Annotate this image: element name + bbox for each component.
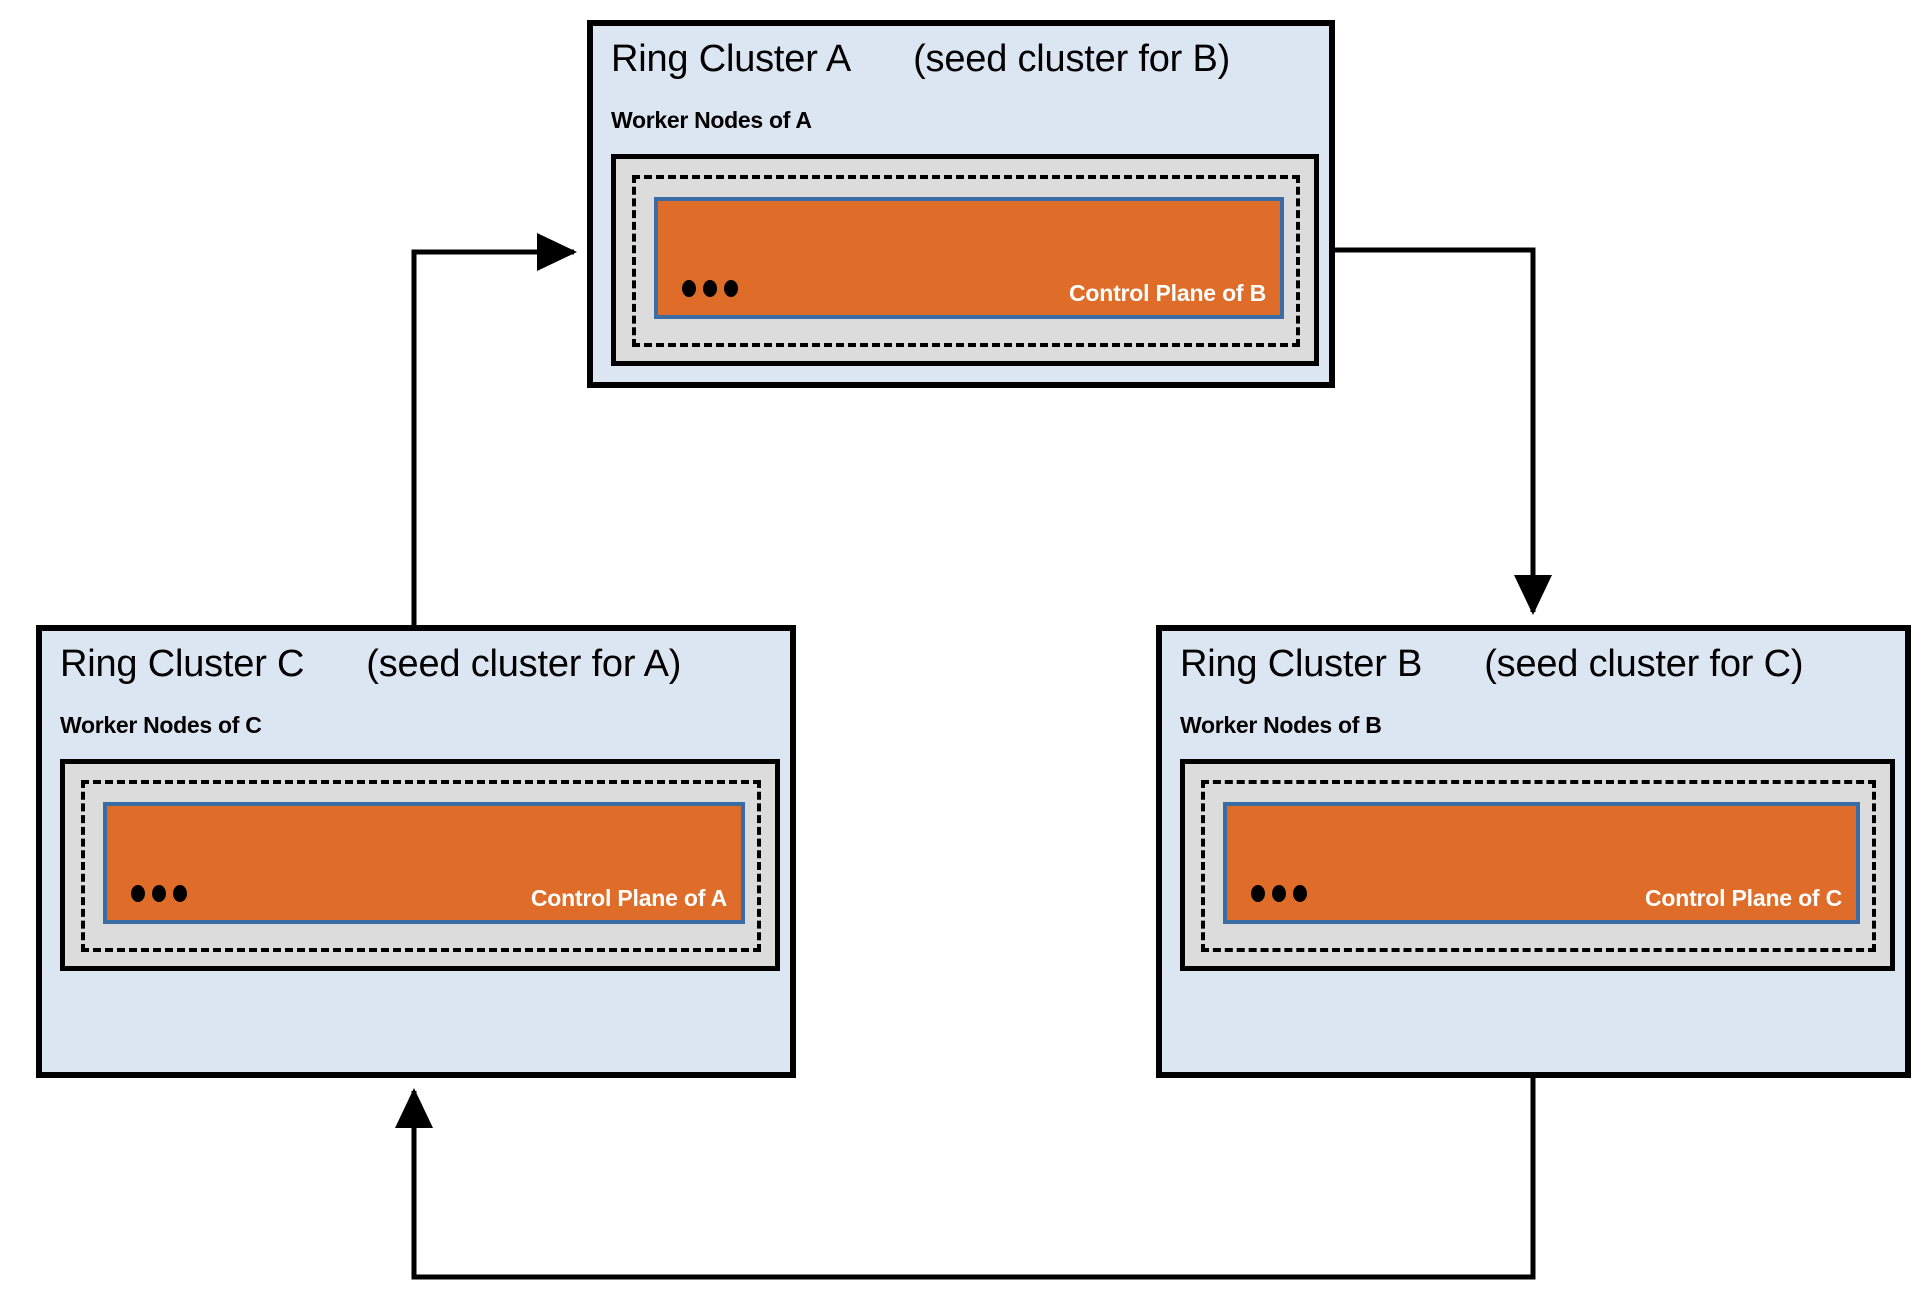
cluster-c-worker-label: Worker Nodes of C — [60, 712, 262, 738]
ellipsis-dot — [131, 885, 145, 902]
cluster-b-title-sub: (seed cluster for C) — [1484, 643, 1804, 685]
cluster-a-control-plane-label: Control Plane of B — [1068, 280, 1266, 306]
ellipsis-dot — [1293, 885, 1307, 902]
cluster-b-control-plane-label: Control Plane of C — [1644, 885, 1842, 911]
ellipsis-dot — [152, 885, 166, 902]
ellipsis-dot — [173, 885, 187, 902]
arrow-c-to-a — [411, 233, 577, 625]
arrow-a-to-b — [1335, 247, 1552, 615]
ellipsis-dot — [682, 280, 696, 297]
cluster-a-worker-label: Worker Nodes of A — [611, 107, 812, 133]
ellipsis-dot — [724, 280, 738, 297]
cluster-a-title-sub: (seed cluster for B) — [913, 38, 1231, 80]
cluster-a-worker-nodes-box: Control Plane of B — [611, 154, 1319, 366]
cluster-c-control-plane-box[interactable]: Control Plane of A — [103, 802, 745, 924]
ellipsis-dot — [1272, 885, 1286, 902]
cluster-a-control-plane-box[interactable]: Control Plane of B — [654, 197, 1284, 319]
arrow-b-to-c — [395, 1078, 1536, 1280]
cluster-a-title-main: Ring Cluster A — [611, 38, 852, 80]
cluster-b-title: Ring Cluster B (seed cluster for C) — [1180, 641, 1803, 687]
cluster-c-control-plane-label: Control Plane of A — [530, 885, 727, 911]
ellipsis-icon — [131, 885, 187, 902]
ellipsis-icon — [682, 280, 738, 297]
ring-cluster-c[interactable]: Ring Cluster C (seed cluster for A) Worke… — [36, 625, 796, 1078]
cluster-a-title: Ring Cluster A (seed cluster for B) — [611, 36, 1230, 82]
ellipsis-icon — [1251, 885, 1307, 902]
ellipsis-dot — [1251, 885, 1265, 902]
cluster-c-worker-nodes-box: Control Plane of A — [60, 759, 780, 971]
cluster-c-worker-dashed-box: Control Plane of A — [81, 780, 761, 952]
ring-cluster-b[interactable]: Ring Cluster B (seed cluster for C) Worke… — [1156, 625, 1911, 1078]
cluster-b-worker-dashed-box: Control Plane of C — [1201, 780, 1876, 952]
cluster-b-title-main: Ring Cluster B — [1180, 643, 1423, 685]
cluster-c-title: Ring Cluster C (seed cluster for A) — [60, 641, 681, 687]
cluster-b-worker-nodes-box: Control Plane of C — [1180, 759, 1895, 971]
ring-cluster-a[interactable]: Ring Cluster A (seed cluster for B) Worke… — [587, 20, 1335, 388]
ellipsis-dot — [703, 280, 717, 297]
cluster-b-control-plane-box[interactable]: Control Plane of C — [1223, 802, 1860, 924]
cluster-b-worker-label: Worker Nodes of B — [1180, 712, 1382, 738]
cluster-c-title-sub: (seed cluster for A) — [366, 643, 682, 685]
cluster-c-title-main: Ring Cluster C — [60, 643, 305, 685]
cluster-a-worker-dashed-box: Control Plane of B — [632, 175, 1300, 347]
